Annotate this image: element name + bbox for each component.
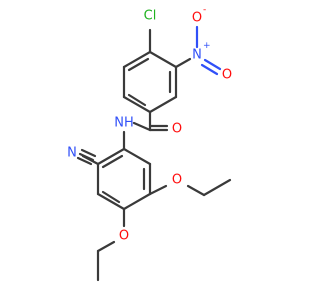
bond-n-o-double-2 [200,63,219,76]
ethoxy-1-oxygen-atom: O [172,173,182,188]
chlorine-atom: Cl [144,9,157,24]
nitro-negative-charge: - [203,5,206,15]
bond [148,95,178,114]
amide-oxygen-atom: O [172,122,182,137]
double-bond-inner [127,93,147,107]
bond-ch2-ch3-1 [202,178,232,197]
bond [148,50,178,69]
double-bond-inner [127,57,150,72]
bond [122,192,152,211]
bond-o-ch2-1 [186,184,206,197]
molecule-structure: Cl N + O - O O NH [67,5,232,282]
bond-n-o-double-1 [203,58,222,71]
nitro-oxygen-double-atom: O [222,68,232,83]
bottom-benzene-ring [96,147,152,211]
ethoxy-2-oxygen-atom: O [119,229,129,244]
nitrile-nitrogen-atom: N [67,146,77,161]
nitrile-triple-line-3 [76,156,93,166]
bond [122,147,152,166]
double-bond-inner [101,190,121,204]
nitro-oxygen-minus-atom: O [192,11,202,26]
bond-c-n-amide [132,121,152,132]
bond [96,147,126,166]
bond-o-ch2-2 [96,240,116,253]
molecule-canvas: Cl N + O - O O NH [67,5,233,282]
bond-c-n-nitro [174,57,192,69]
bond-ring-o-ethoxy-1 [148,184,168,196]
bond [122,95,152,114]
bond [96,192,126,211]
nitro-nitrogen-atom: N [192,48,202,63]
nitrile-triple-line-2 [80,148,97,158]
nitro-positive-charge: + [203,41,211,51]
bond [122,50,152,69]
double-bond-inner [101,154,124,169]
nitrile-triple-line-1 [78,152,95,162]
top-benzene-ring [122,50,178,114]
amide-nh-atom: NH [114,116,134,131]
